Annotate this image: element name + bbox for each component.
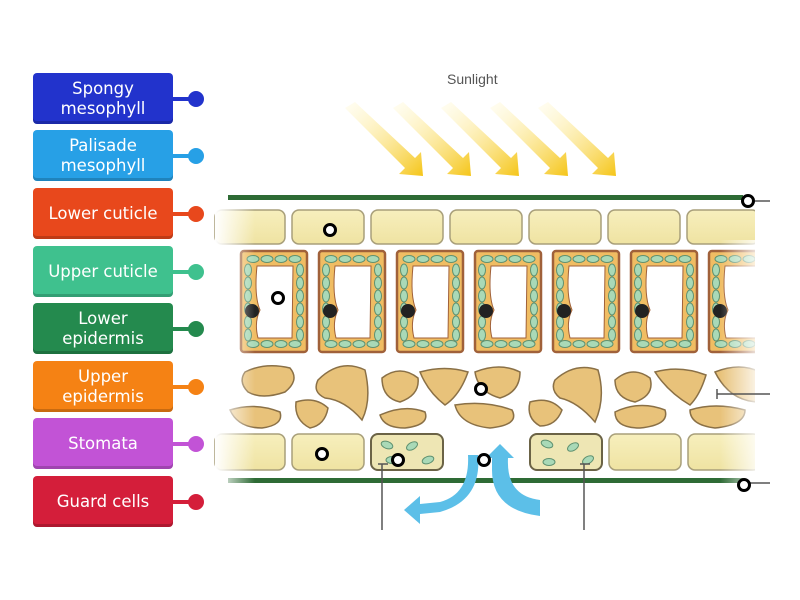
drop-target-hotspot[interactable]: [315, 447, 329, 461]
palisade-cell: [551, 249, 621, 354]
draggable-label[interactable]: Palisade mesophyll: [33, 130, 173, 181]
draggable-label[interactable]: Lower cuticle: [33, 188, 173, 239]
label-pin-handle[interactable]: [188, 206, 204, 222]
label-connector: [173, 270, 195, 274]
lower-cuticle-layer: [228, 478, 743, 483]
leader-lines: [378, 200, 770, 530]
palisade-cell: [395, 249, 465, 354]
sunlight-label: Sunlight: [447, 71, 498, 87]
sunlight-arrows: [345, 102, 616, 176]
label-connector: [173, 385, 195, 389]
draggable-label[interactable]: Spongy mesophyll: [33, 73, 173, 124]
palisade-cell: [317, 249, 387, 354]
nucleus: [479, 304, 493, 318]
drop-target-hotspot[interactable]: [474, 382, 488, 396]
draggable-label[interactable]: Lower epidermis: [33, 303, 173, 354]
label-pin-handle[interactable]: [188, 91, 204, 107]
label-pin-handle[interactable]: [188, 264, 204, 280]
label-connector: [173, 500, 195, 504]
label-pin-handle[interactable]: [188, 436, 204, 452]
drop-targets: [271, 194, 755, 492]
drop-target-hotspot[interactable]: [323, 223, 337, 237]
draggable-label[interactable]: Upper cuticle: [33, 246, 173, 297]
drop-target-hotspot[interactable]: [741, 194, 755, 208]
label-pin-handle[interactable]: [188, 494, 204, 510]
palisade-cell: [629, 249, 699, 354]
upper-epidermis-layer: [214, 209, 760, 245]
label-pin-handle[interactable]: [188, 379, 204, 395]
label-pin-handle[interactable]: [188, 321, 204, 337]
sun-arrow: [538, 102, 616, 176]
draggable-label[interactable]: Upper epidermis: [33, 361, 173, 412]
label-pin-handle[interactable]: [188, 148, 204, 164]
sun-arrow: [345, 102, 423, 176]
upper-cuticle-layer: [228, 195, 743, 200]
nucleus: [401, 304, 415, 318]
label-connector: [173, 327, 195, 331]
palisade-cell: [473, 249, 543, 354]
airflow-arrows: [404, 444, 540, 524]
drop-target-hotspot[interactable]: [737, 478, 751, 492]
nucleus: [557, 304, 571, 318]
label-connector: [173, 154, 195, 158]
guard-cell: [529, 433, 603, 471]
label-connector: [173, 97, 195, 101]
label-connector: [173, 212, 195, 216]
sun-arrow: [490, 102, 568, 176]
nucleus: [635, 304, 649, 318]
draggable-label[interactable]: Stomata: [33, 418, 173, 469]
sun-arrow: [393, 102, 471, 176]
drop-target-hotspot[interactable]: [477, 453, 491, 467]
drop-target-hotspot[interactable]: [271, 291, 285, 305]
sun-arrow: [441, 102, 519, 176]
palisade-mesophyll-layer: [239, 249, 777, 354]
label-connector: [173, 442, 195, 446]
nucleus: [323, 304, 337, 318]
guard-cell: [370, 433, 444, 471]
draggable-label[interactable]: Guard cells: [33, 476, 173, 527]
drop-target-hotspot[interactable]: [391, 453, 405, 467]
spongy-mesophyll-layer: [228, 365, 761, 429]
